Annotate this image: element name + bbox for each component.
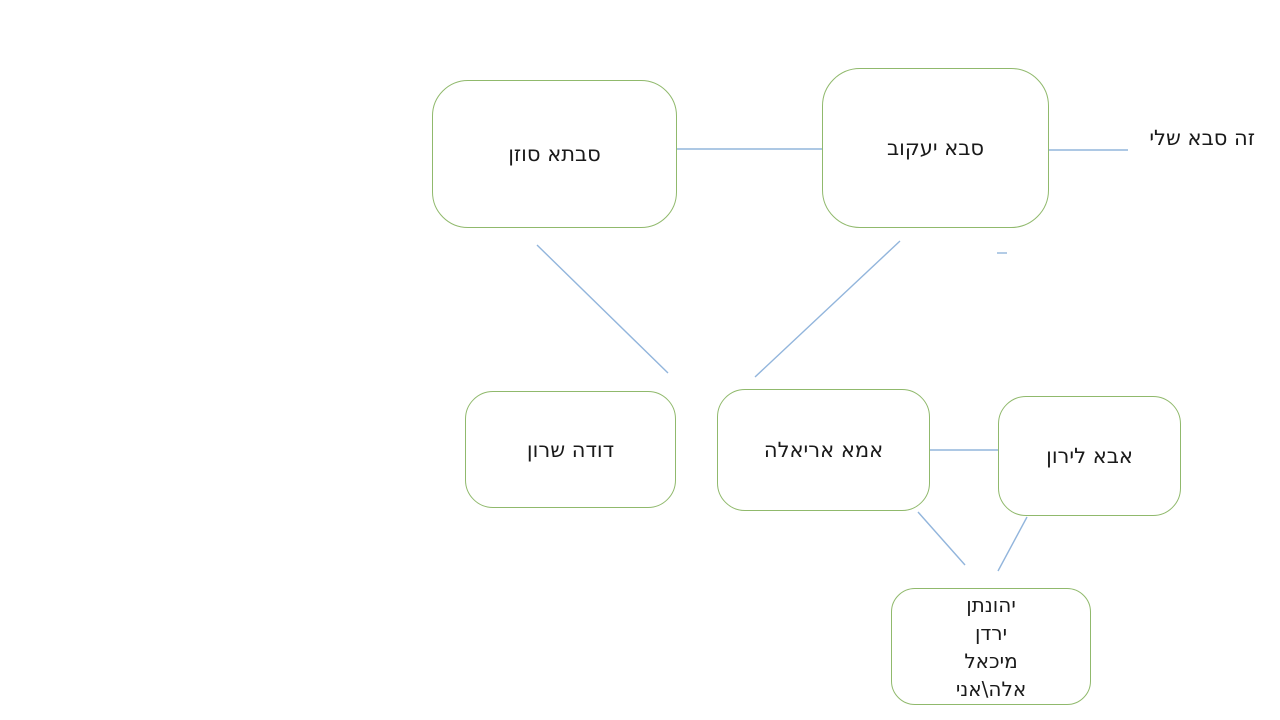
node-aba-liron[interactable]: אבא לירון [998, 396, 1181, 516]
child-name-yehonatan: יהונתן [966, 592, 1016, 617]
node-ima-ariela[interactable]: אמא אריאלה [717, 389, 930, 511]
node-ima-ariela-label: אמא אריאלה [763, 438, 884, 462]
connector-yaakov-ariela [754, 240, 901, 378]
child-name-michael: מיכאל [964, 648, 1018, 673]
node-savta-suzan-label: סבתא סוזן [508, 142, 601, 166]
annotation-this-is-my-grandpa[interactable]: זה סבא שלי [1149, 126, 1255, 150]
child-name-ella-me: אלה\אני [955, 676, 1027, 701]
node-saba-yaakov-label: סבא יעקוב [886, 136, 985, 160]
node-savta-suzan[interactable]: סבתא סוזן [432, 80, 677, 228]
child-name-yarden: ירדן [974, 620, 1008, 645]
node-doda-sharon-label: דודה שרון [526, 437, 615, 462]
node-saba-yaakov[interactable]: סבא יעקוב [822, 68, 1049, 228]
connector-liron-children [997, 516, 1028, 572]
node-aba-liron-label: אבא לירון [1046, 444, 1133, 468]
connector-ariela-children [917, 511, 966, 566]
node-doda-sharon[interactable]: דודה שרון [465, 391, 676, 508]
connector-suzan-ariela [536, 244, 669, 374]
node-children-list[interactable]: יהונתן ירדן מיכאל אלה\אני [891, 588, 1091, 705]
